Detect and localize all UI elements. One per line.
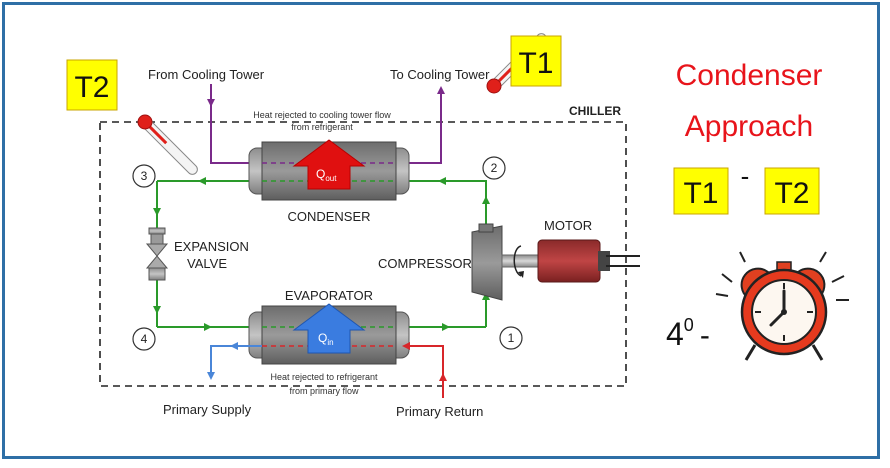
tower-outlet-line <box>404 86 445 164</box>
compressor-label: COMPRESSOR <box>378 256 472 271</box>
formula-minus: - <box>741 161 750 191</box>
expansion-valve-label-line1: EXPANSION <box>174 239 249 254</box>
evaporator: Qin <box>248 303 410 365</box>
approach-value: 40- <box>666 315 710 352</box>
condenser: Qout <box>248 139 410 201</box>
title-line1: Condenser <box>676 59 823 92</box>
sensor-tag-t1: T1 <box>510 35 562 87</box>
q-out-arrow <box>292 139 366 190</box>
expansion-valve <box>145 227 169 281</box>
drive-shaft <box>501 254 541 268</box>
from-cooling-tower-label: From Cooling Tower <box>148 67 265 82</box>
tower-inlet-line <box>210 88 264 167</box>
svg-text:1: 1 <box>508 331 515 345</box>
primary-supply-label: Primary Supply <box>163 402 252 417</box>
heat-rejected-ref-line2: from primary flow <box>289 386 359 396</box>
rotation-arrow-icon <box>513 245 522 277</box>
compressor <box>471 223 503 301</box>
refrigerant-line-top-right <box>404 180 487 228</box>
alarm-clock-icon <box>715 251 849 361</box>
state-point-3: 3 <box>132 164 156 188</box>
thermometer-icon <box>137 114 198 175</box>
chiller-label: CHILLER <box>569 104 621 118</box>
expansion-valve-label-line2: VALVE <box>187 256 227 271</box>
state-point-1: 1 <box>499 326 523 350</box>
formula-t1: T1 <box>673 167 729 215</box>
svg-text:4: 4 <box>141 332 148 346</box>
slide-border <box>2 2 880 459</box>
primary-return-label: Primary Return <box>396 404 483 419</box>
svg-text:T2: T2 <box>774 177 809 210</box>
formula-t2: T2 <box>764 167 820 215</box>
state-point-4: 4 <box>132 327 156 351</box>
primary-return-line <box>402 342 444 398</box>
state-point-2: 2 <box>482 156 506 180</box>
svg-text:T1: T1 <box>683 177 718 210</box>
svg-text:2: 2 <box>491 161 498 175</box>
evaporator-label: EVAPORATOR <box>285 288 373 303</box>
svg-text:T2: T2 <box>74 71 109 104</box>
heat-rejected-tower-line2: from refrigerant <box>291 122 353 132</box>
svg-text:T1: T1 <box>518 47 553 80</box>
q-out-label: Qout <box>316 167 337 183</box>
condenser-label: CONDENSER <box>287 209 370 224</box>
title-line2: Approach <box>685 110 813 143</box>
heat-rejected-ref-line1: Heat rejected to refrigerant <box>270 372 378 382</box>
motor <box>537 239 601 283</box>
motor-label: MOTOR <box>544 218 592 233</box>
to-cooling-tower-label: To Cooling Tower <box>390 67 490 82</box>
q-in-arrow <box>292 303 366 354</box>
sensor-tag-t2: T2 <box>66 59 118 111</box>
heat-rejected-tower-line1: Heat rejected to cooling tower flow <box>253 110 391 120</box>
svg-text:3: 3 <box>141 169 148 183</box>
q-in-label: Qin <box>318 331 334 347</box>
